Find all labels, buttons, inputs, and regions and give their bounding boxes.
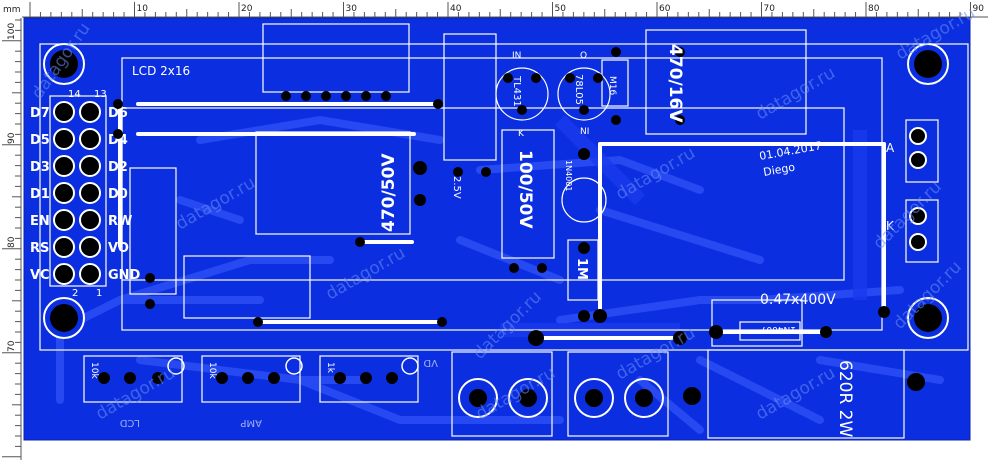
pin-o: O <box>580 51 587 61</box>
header-label-right: D6 <box>108 106 128 121</box>
header-pin <box>53 101 75 123</box>
header-pin <box>79 128 101 150</box>
pin-k: K <box>518 129 525 139</box>
header-label-left: D5 <box>30 133 50 148</box>
pin-label-1: 1 <box>96 288 102 299</box>
ruler-top-label: 70 <box>764 4 776 14</box>
ruler-top: 10 20 30 40 50 60 70 80 90 mm <box>0 0 988 18</box>
header-pin <box>53 128 75 150</box>
zener-label: 2.5V <box>451 176 462 199</box>
lcd-title: LCD 2x16 <box>132 64 190 78</box>
reg-label: 78L05 <box>573 74 584 105</box>
diode-small-label: M16 <box>607 76 617 95</box>
ruler-top-label: 60 <box>659 4 671 14</box>
header-label-left: D7 <box>30 106 50 121</box>
label-k: K <box>886 219 895 233</box>
header-label-right: D2 <box>108 160 128 175</box>
diode-1n4007-label: 1N4007 <box>761 324 796 334</box>
pin-ni: NI <box>580 127 589 137</box>
ruler-left-label: 70 <box>7 340 17 352</box>
header-label-right: D0 <box>108 187 128 202</box>
pin-label-2: 2 <box>72 288 78 299</box>
header-pin <box>53 209 75 231</box>
header-pin <box>79 236 101 258</box>
footer-amp: AMP <box>241 417 263 428</box>
pin-label-14: 14 <box>68 89 81 100</box>
ruler-unit: mm <box>3 5 21 15</box>
header-pin <box>53 236 75 258</box>
pot1-label: 10k <box>89 362 99 379</box>
header-label-right: GND <box>108 268 141 283</box>
header-pin <box>79 182 101 204</box>
header-label-left: RS <box>30 241 49 256</box>
mounting-holes <box>43 43 949 339</box>
pot2-label: 10k <box>207 362 217 379</box>
ruler-top-label: 80 <box>868 4 880 14</box>
header-label-left: EN <box>30 214 50 229</box>
author-label: Diego <box>762 161 796 179</box>
silkscreen-labels: LCD 2x16 14 13 2 1 470/50V 100/50V 470/1… <box>68 44 895 437</box>
component-pads <box>98 47 925 405</box>
footer-lcd: LCD <box>119 417 140 428</box>
jumper-wires <box>118 102 886 340</box>
header-label-left: VC <box>30 268 50 283</box>
pin-in: IN <box>512 51 521 61</box>
ruler-left-label: 80 <box>7 236 17 248</box>
header-pin <box>79 209 101 231</box>
ruler-top-label: 30 <box>346 4 358 14</box>
res-power-label: 620R 2W <box>835 360 855 437</box>
ruler-top-label: 10 <box>137 4 149 14</box>
pot3-label: 1k <box>325 362 335 374</box>
header-label-right: VO <box>108 241 129 256</box>
header-pin <box>79 101 101 123</box>
pin-label-13: 13 <box>94 89 107 100</box>
cap-big-label: 470/50V <box>379 153 399 232</box>
header-pin <box>53 155 75 177</box>
header-label-left: D3 <box>30 160 50 175</box>
label-a: A <box>886 141 895 155</box>
footer-vd: VD <box>423 357 438 368</box>
terminal-screws <box>167 357 664 418</box>
header-pin <box>79 155 101 177</box>
d1n4001-label: 1N4001 <box>564 160 573 191</box>
backlight-pins <box>909 127 927 251</box>
ruler-top-label: 90 <box>973 4 985 14</box>
cap-film-label: 0.47x400V <box>760 292 836 308</box>
ruler-left: 100 90 80 70 <box>0 18 22 460</box>
ruler-top-label: 40 <box>450 4 462 14</box>
cap-top-label: 470/16V <box>665 44 685 123</box>
cap-mid-label: 100/50V <box>515 150 535 229</box>
ruler-left-label: 100 <box>7 23 17 40</box>
header-pin <box>79 263 101 285</box>
header-label-left: D1 <box>30 187 50 202</box>
resistor-1m-label: 1M <box>574 258 589 280</box>
header-label-right: D4 <box>108 133 128 148</box>
silkscreen-outlines <box>39 23 969 439</box>
ruler-top-label: 20 <box>241 4 253 14</box>
header-pin <box>53 182 75 204</box>
ruler-top-label: 50 <box>555 4 567 14</box>
header-pin <box>53 263 75 285</box>
ruler-left-label: 90 <box>7 132 17 144</box>
tl431-label: TL431 <box>511 75 522 107</box>
header-label-right: RW <box>108 214 132 229</box>
